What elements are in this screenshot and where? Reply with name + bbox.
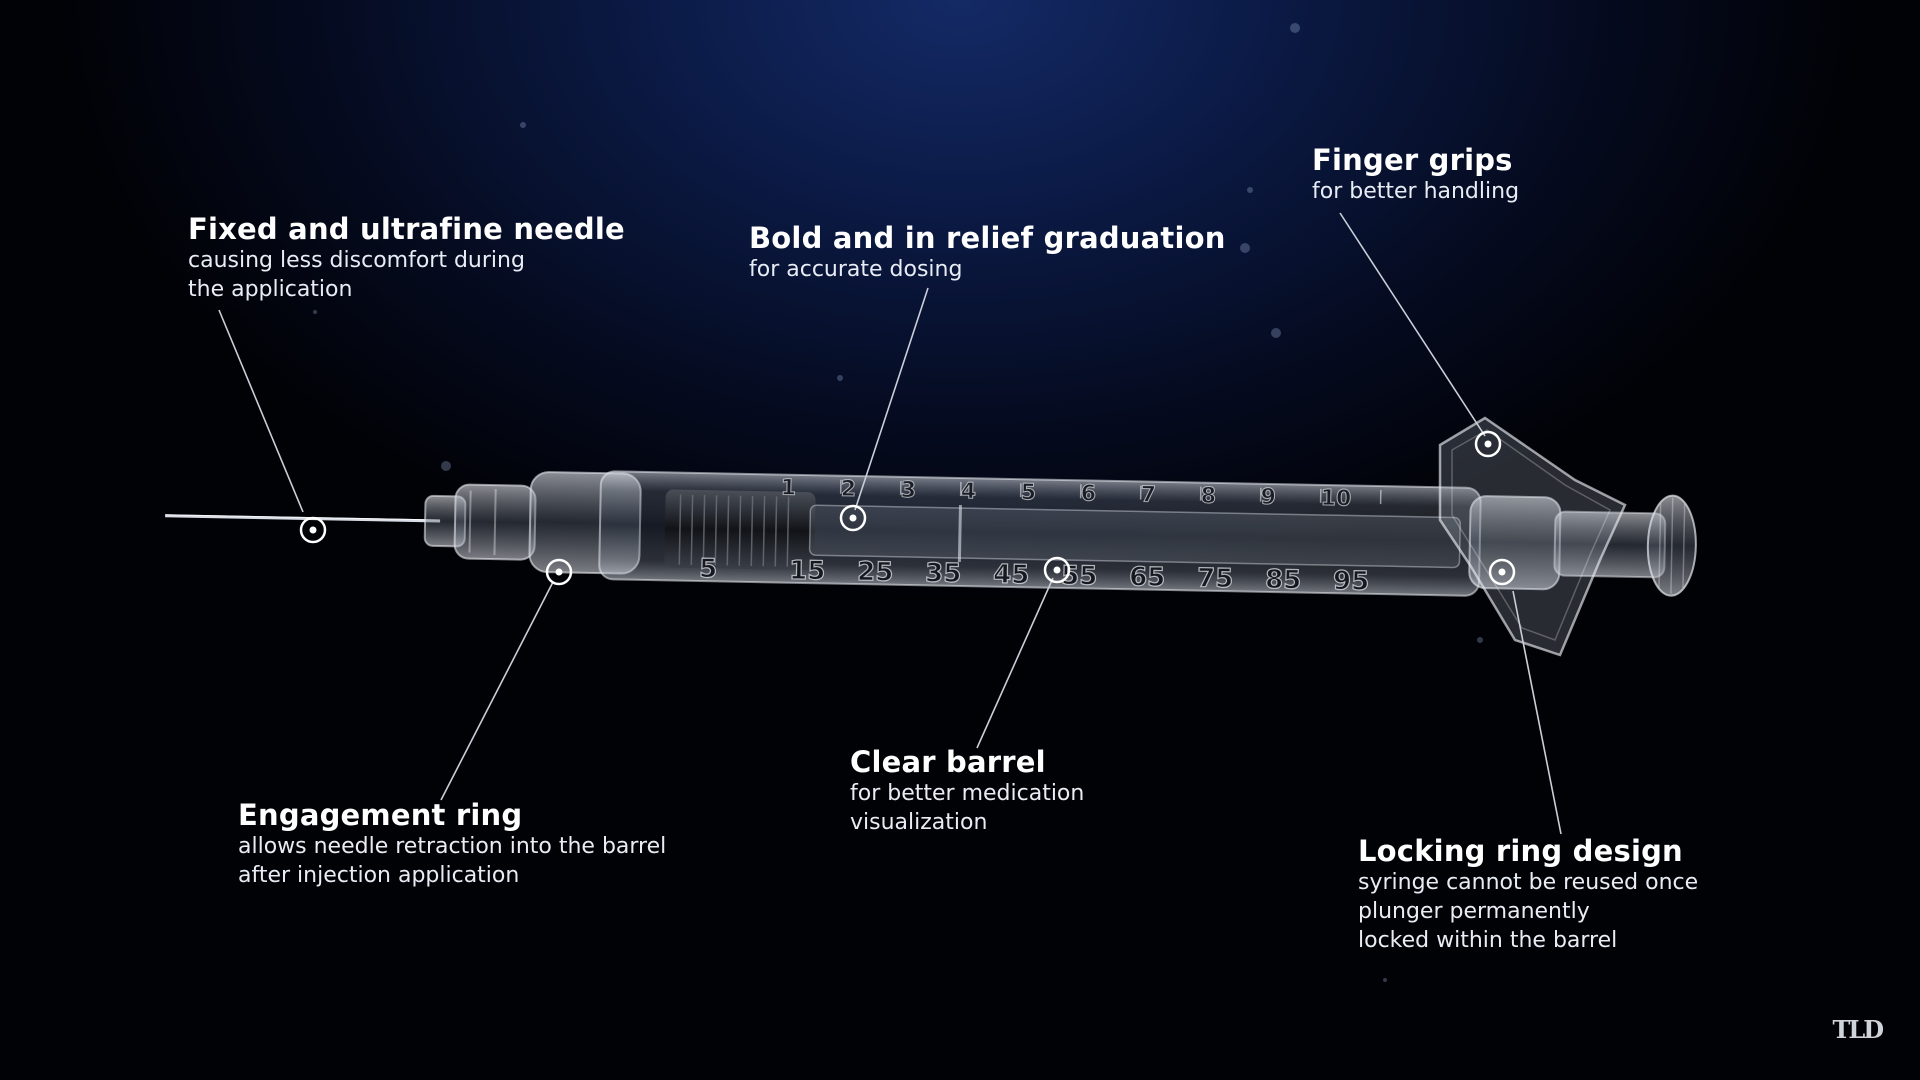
scale-top-label: 4 xyxy=(960,479,976,504)
callout-line: the application xyxy=(188,275,625,304)
callout-line: for accurate dosing xyxy=(749,255,1226,284)
callout-description: for accurate dosing xyxy=(749,255,1226,284)
callout-grips: Finger grips for better handling xyxy=(1312,143,1519,206)
callout-locking-ring: Locking ring design syringe cannot be re… xyxy=(1358,834,1698,955)
callout-line: after injection application xyxy=(238,861,666,890)
callout-description: for better medication visualization xyxy=(850,779,1084,837)
callout-line: for better medication xyxy=(850,779,1084,808)
leader-needle xyxy=(219,310,303,512)
needle xyxy=(165,515,440,521)
leader-grips xyxy=(1340,213,1485,436)
callout-graduation: Bold and in relief graduation for accura… xyxy=(749,221,1226,284)
leader-barrel xyxy=(977,578,1053,748)
leader-ring xyxy=(441,582,553,800)
callout-line: syringe cannot be reused once xyxy=(1358,868,1698,897)
scale-bottom-label: 35 xyxy=(925,558,962,589)
callout-needle: Fixed and ultrafine needle causing less … xyxy=(188,212,625,304)
scale-bottom-label: 85 xyxy=(1265,565,1302,596)
scale-bottom-label: 45 xyxy=(993,560,1030,591)
scale-top-label: 8 xyxy=(1200,484,1216,509)
callout-description: causing less discomfort during the appli… xyxy=(188,246,625,304)
finger-grip xyxy=(1440,418,1625,655)
scale-top-label: 6 xyxy=(1080,481,1096,506)
scale-top-label: 1 xyxy=(781,476,797,501)
needle-hub xyxy=(424,484,535,560)
scale-top-label: 3 xyxy=(901,478,917,503)
callout-line: locked within the barrel xyxy=(1358,926,1698,955)
callout-description: allows needle retraction into the barrel… xyxy=(238,832,666,890)
scale-top-label: 7 xyxy=(1140,482,1156,507)
scale-bottom-label: 75 xyxy=(1197,564,1234,595)
scale-bottom-label: 65 xyxy=(1129,562,1166,593)
callout-line: plunger permanently xyxy=(1358,897,1698,926)
callout-line: visualization xyxy=(850,808,1084,837)
callout-description: for better handling xyxy=(1312,177,1519,206)
marker-needle xyxy=(301,518,325,542)
scale-bottom-label: 25 xyxy=(857,557,894,588)
scale-top-label: 2 xyxy=(841,477,857,502)
callout-line: allows needle retraction into the barrel xyxy=(238,832,666,861)
callout-title: Locking ring design xyxy=(1358,834,1698,868)
scale-bottom-label: 15 xyxy=(789,556,826,587)
callout-title: Fixed and ultrafine needle xyxy=(188,212,625,246)
callout-line: for better handling xyxy=(1312,177,1519,206)
scale-bottom-label: 5 xyxy=(699,554,718,584)
callout-engagement-ring: Engagement ring allows needle retraction… xyxy=(238,798,666,890)
callout-title: Finger grips xyxy=(1312,143,1519,177)
callout-title: Engagement ring xyxy=(238,798,666,832)
callout-title: Clear barrel xyxy=(850,745,1084,779)
callout-line: causing less discomfort during xyxy=(188,246,625,275)
scale-bottom-label: 95 xyxy=(1333,566,1370,597)
callout-title: Bold and in relief graduation xyxy=(749,221,1226,255)
scale-top-label: 5 xyxy=(1020,480,1036,505)
scale-top-label: 10 xyxy=(1320,486,1351,512)
scale-top-label: 9 xyxy=(1260,485,1276,510)
callout-description: syringe cannot be reused once plunger pe… xyxy=(1358,868,1698,955)
callout-clear-barrel: Clear barrel for better medication visua… xyxy=(850,745,1084,837)
watermark-logo: TLD xyxy=(1832,1015,1882,1044)
